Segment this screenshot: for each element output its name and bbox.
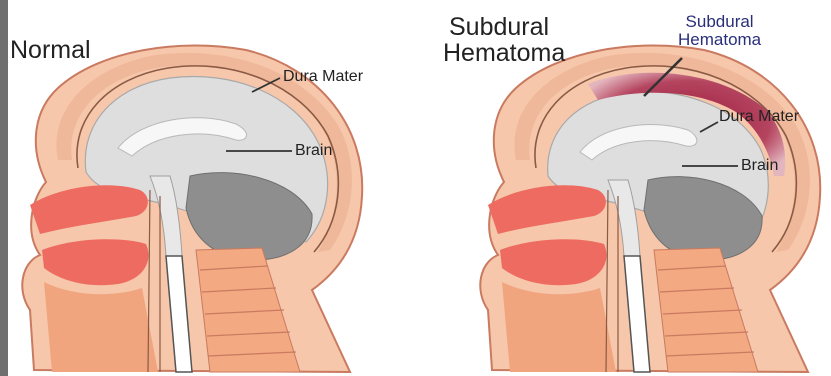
normal-head [22,46,362,372]
normal-dura-label: Dura Mater [283,69,363,85]
hematoma-callout-line1: Subdural [678,13,761,31]
hematoma-title: Subdural Hematoma [443,14,565,66]
normal-title: Normal [10,38,91,63]
hematoma-head [480,46,820,372]
normal-jaw [44,282,158,372]
hematoma-brain-label: Brain [741,158,778,174]
hematoma-jaw [502,282,616,372]
hematoma-title-line2: Hematoma [443,40,565,66]
hematoma-callout-line2: Hematoma [678,31,761,49]
hematoma-title-line1: Subdural [443,14,565,40]
normal-brain-label: Brain [295,143,332,159]
hematoma-dura-label: Dura Mater [719,109,799,125]
hematoma-callout: Subdural Hematoma [678,13,761,49]
